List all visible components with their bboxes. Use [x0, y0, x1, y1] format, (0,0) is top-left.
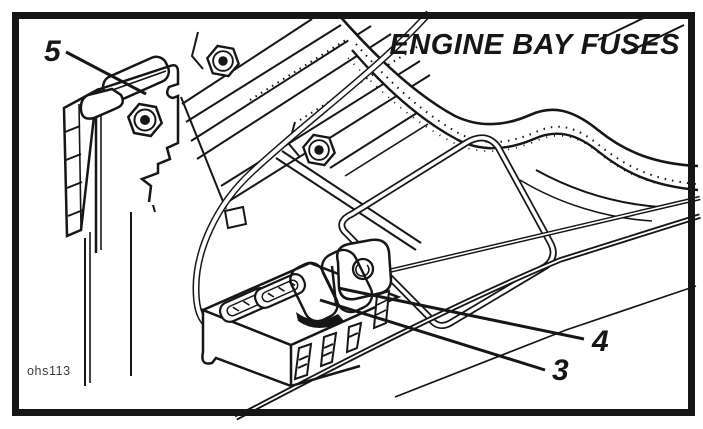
panel-left-edge	[180, 96, 227, 210]
empty-fuse-slot-2	[253, 273, 307, 309]
callout-3-leader	[319, 298, 546, 372]
fusebox-fuse-right	[320, 248, 374, 314]
figure-code: ohs113	[27, 364, 71, 378]
wiring-cable	[192, 10, 432, 326]
hose-echo-line-1	[535, 169, 661, 208]
nut-mounting-tabs	[190, 31, 300, 157]
body-panel-line	[394, 285, 697, 398]
fuse-shadow	[296, 312, 344, 328]
bracket-outline	[96, 64, 180, 203]
hose-echo-line-2	[519, 179, 653, 222]
corrugated-hose	[337, 13, 699, 222]
fuse-box-front-face	[201, 308, 293, 388]
fuse-box-bottom-edge	[290, 364, 361, 388]
hex-nut-upper	[205, 44, 241, 78]
callout-4-leader	[337, 286, 585, 341]
hex-nut-bracket	[126, 102, 164, 138]
harness-lines	[275, 150, 422, 251]
fuse-box	[199, 238, 402, 388]
callout-leaders	[65, 50, 585, 372]
callout-3-label: 3	[552, 354, 569, 387]
panel-bottom-tab	[223, 205, 248, 230]
hex-nut-lower	[301, 133, 337, 167]
bracket-clip-dividers	[64, 103, 84, 229]
callout-4-label: 4	[591, 325, 609, 358]
figure-border	[12, 12, 695, 416]
fuse-holder-bracket	[62, 64, 248, 386]
fuse-retaining-clip	[79, 87, 125, 120]
figure-title: ENGINE BAY FUSES	[389, 29, 680, 61]
fuse-box-terminal-legs	[293, 321, 363, 381]
fuse-gap-line	[330, 265, 338, 305]
bracket-tick	[152, 204, 156, 213]
bracket-lower-edges	[84, 212, 132, 386]
callout-5-leader	[65, 50, 147, 96]
callout-5-label: 5	[44, 35, 62, 68]
